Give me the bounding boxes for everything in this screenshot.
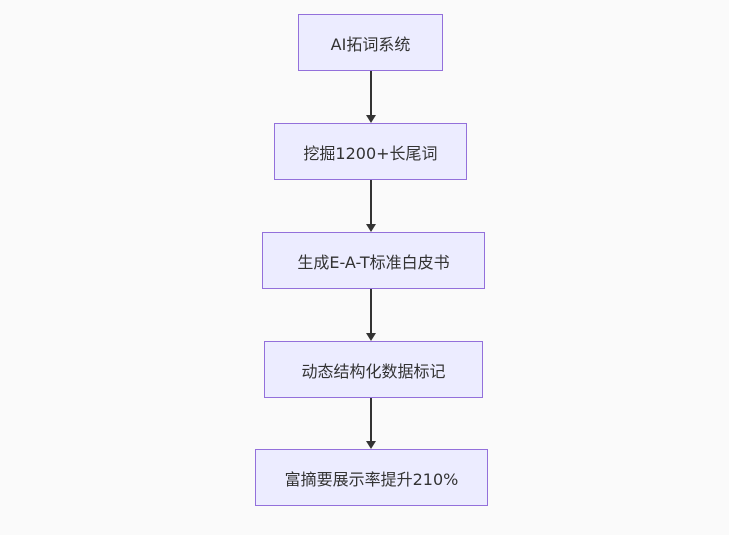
edge-line	[370, 289, 372, 335]
flowchart-node-label: 生成E-A-T标准白皮书	[297, 252, 450, 272]
arrowhead-down-icon	[366, 224, 376, 232]
arrowhead-down-icon	[366, 441, 376, 449]
arrowhead-down-icon	[366, 115, 376, 123]
flowchart-edge	[366, 289, 376, 341]
flowchart-node: 富摘要展示率提升210%	[255, 449, 488, 506]
flowchart-node-label: AI拓词系统	[330, 34, 411, 54]
edge-line	[370, 180, 372, 226]
flowchart-node: 生成E-A-T标准白皮书	[262, 232, 485, 289]
flowchart-node-label: 富摘要展示率提升210%	[284, 469, 459, 489]
flowchart-edge	[366, 398, 376, 449]
flowchart-node-label: 动态结构化数据标记	[301, 361, 446, 381]
flowchart-node: AI拓词系统	[298, 14, 443, 71]
flowchart-node: 挖掘1200+长尾词	[274, 123, 467, 180]
flowchart-edge	[366, 71, 376, 123]
edge-line	[370, 398, 372, 443]
flowchart-edge	[366, 180, 376, 232]
arrowhead-down-icon	[366, 333, 376, 341]
flowchart-node-label: 挖掘1200+长尾词	[303, 143, 438, 163]
flowchart-node: 动态结构化数据标记	[264, 341, 483, 398]
edge-line	[370, 71, 372, 117]
